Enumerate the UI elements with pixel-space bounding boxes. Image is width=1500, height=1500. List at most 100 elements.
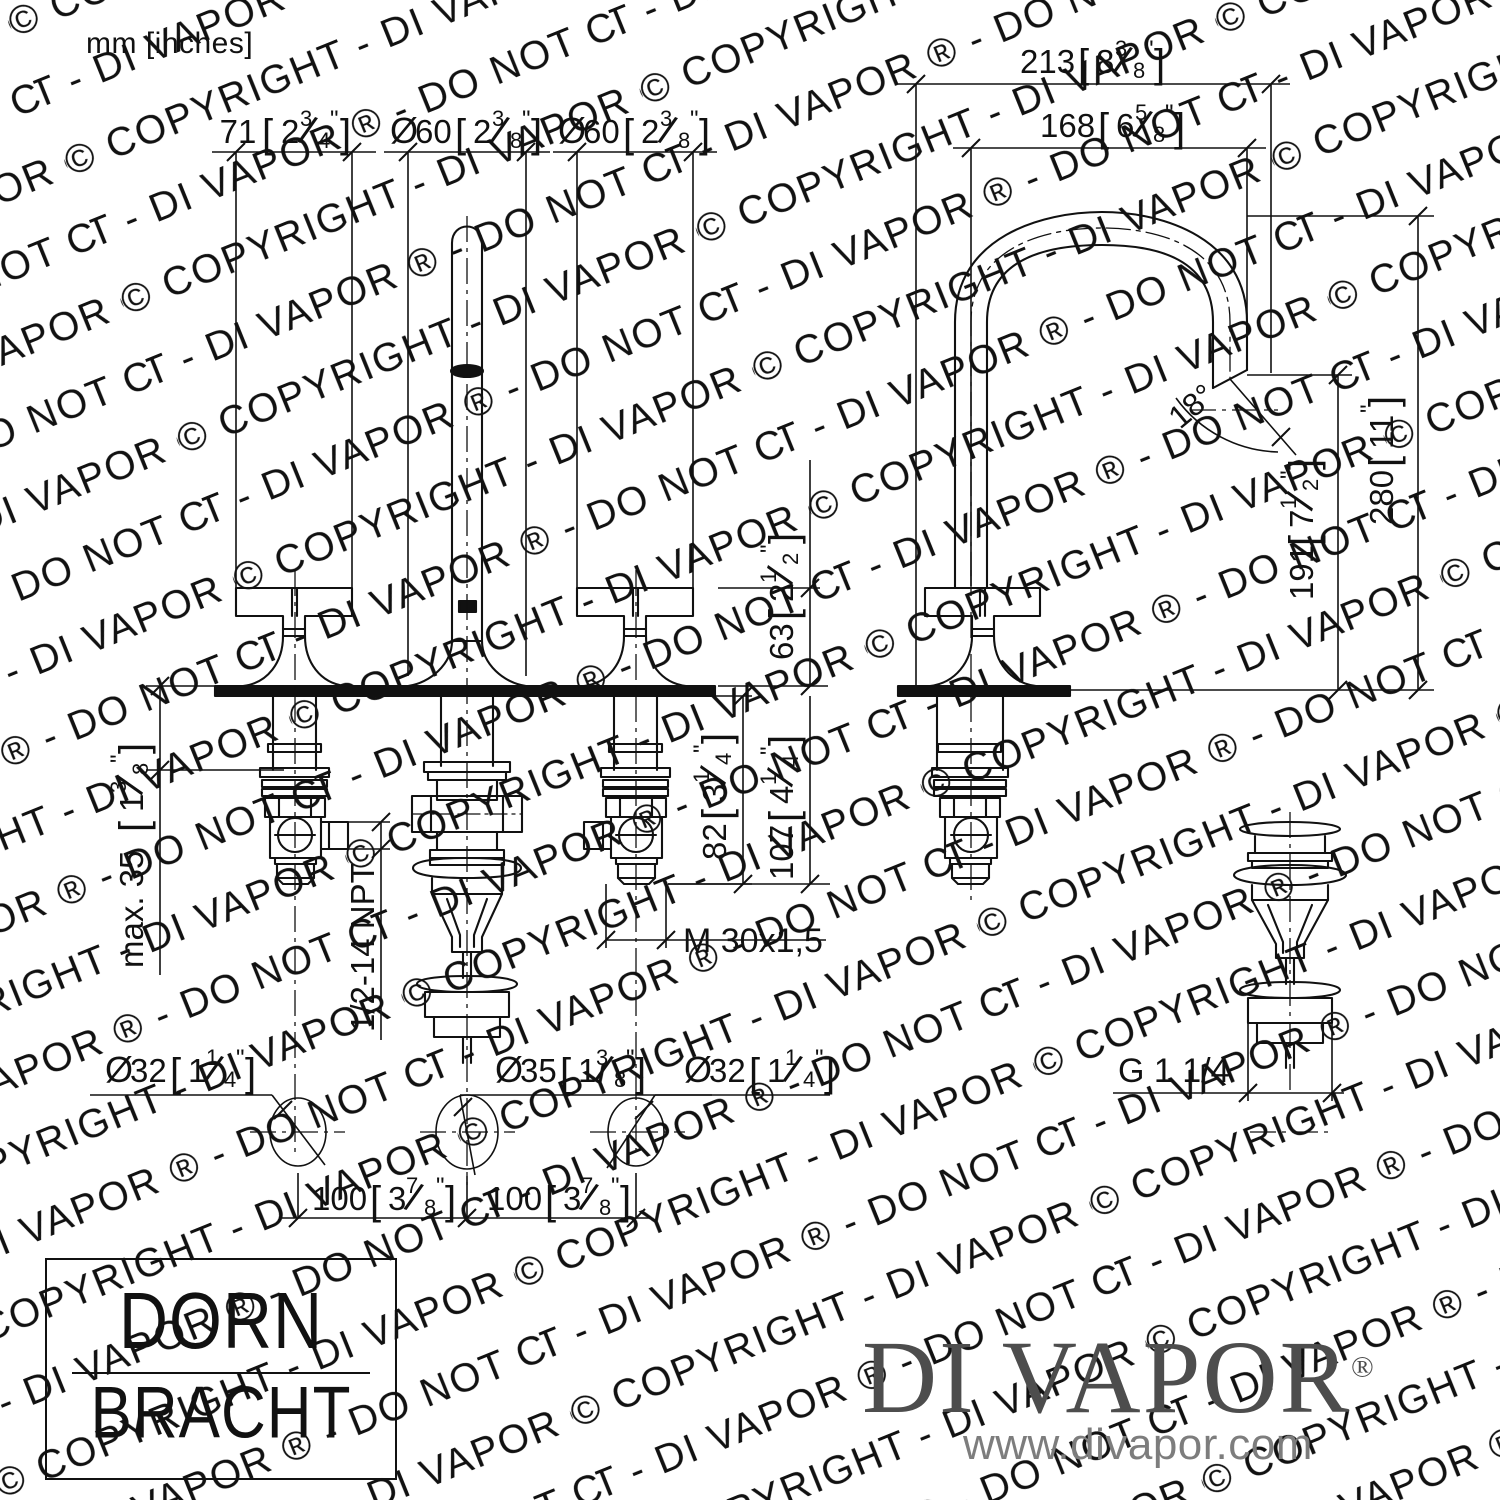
svg-text:]: ] bbox=[245, 1051, 256, 1095]
svg-text:[: [ bbox=[749, 1051, 760, 1095]
svg-text:]: ] bbox=[635, 1051, 646, 1095]
dim-outlet-angle: 18° bbox=[1161, 377, 1221, 436]
svg-text:]: ] bbox=[699, 112, 710, 156]
svg-text:32: 32 bbox=[130, 1052, 167, 1089]
svg-text:11: 11 bbox=[1363, 415, 1400, 449]
svg-text:63: 63 bbox=[763, 623, 800, 660]
svg-text:4: 4 bbox=[711, 753, 736, 765]
svg-text:]: ] bbox=[112, 743, 156, 754]
svg-text:Ø: Ø bbox=[105, 1049, 133, 1090]
dim-spout-outlet-height: 191 [ 7 1 / 2 " ] bbox=[1276, 459, 1326, 600]
svg-text:": " bbox=[690, 106, 699, 133]
svg-text:": " bbox=[1276, 470, 1303, 479]
svg-text:": " bbox=[1145, 36, 1154, 63]
svg-text:[: [ bbox=[262, 112, 273, 156]
svg-text:60: 60 bbox=[583, 113, 620, 150]
svg-text:107: 107 bbox=[763, 825, 800, 880]
svg-text:8: 8 bbox=[128, 763, 153, 775]
svg-text:": " bbox=[756, 746, 783, 755]
svg-text:82: 82 bbox=[696, 823, 733, 860]
svg-text:[: [ bbox=[370, 1179, 381, 1223]
svg-text:[: [ bbox=[545, 1179, 556, 1223]
svg-text:": " bbox=[1165, 100, 1174, 127]
svg-text:35: 35 bbox=[520, 1052, 557, 1089]
dim-handle-right-dia: Ø 60 [ 2 3 / 8 " ] bbox=[558, 106, 710, 156]
svg-text:": " bbox=[330, 106, 339, 133]
unit-label: mm [inches] bbox=[86, 27, 254, 60]
svg-text:71: 71 bbox=[220, 113, 257, 150]
svg-text:[: [ bbox=[1362, 456, 1406, 467]
dim-valve-body-depth: 82 [ 3 1 / 4 " ] bbox=[689, 733, 739, 860]
svg-text:100: 100 bbox=[312, 1180, 367, 1217]
svg-text:]: ] bbox=[340, 112, 351, 156]
svg-text:[: [ bbox=[762, 609, 806, 620]
svg-text:Ø: Ø bbox=[495, 1049, 523, 1090]
svg-text:Ø: Ø bbox=[558, 110, 586, 151]
dim-hole-right: Ø 32 [ 1 1 / 4 " ] bbox=[684, 1045, 835, 1095]
dim-spacing-right: 100 [ 3 7 / 8 " ] bbox=[487, 1173, 631, 1223]
svg-text:168: 168 bbox=[1040, 107, 1095, 144]
retailer-url[interactable]: www.divapor.com bbox=[963, 1420, 1313, 1469]
svg-text:[: [ bbox=[695, 809, 739, 820]
svg-text:[: [ bbox=[762, 811, 806, 822]
registered-trademark-icon: ® bbox=[1350, 1350, 1376, 1384]
svg-text:]: ] bbox=[1174, 106, 1185, 150]
dim-spout-base-dia: Ø 60 [ 2 3 / 8 " ] bbox=[390, 106, 542, 156]
svg-text:[: [ bbox=[1098, 106, 1109, 150]
svg-text:[: [ bbox=[170, 1051, 181, 1095]
callout-waste-thread: G 1 1/4 bbox=[1118, 1052, 1230, 1090]
dim-max-deck-thickness: max. 35 [ 1 3 / 8 " ] bbox=[106, 743, 156, 968]
svg-text:Ø: Ø bbox=[684, 1049, 712, 1090]
svg-text:": " bbox=[522, 106, 531, 133]
callout-shank-thread: M 30x1,5 bbox=[683, 922, 823, 960]
svg-text:]: ] bbox=[695, 733, 739, 744]
svg-text:": " bbox=[611, 1173, 620, 1200]
svg-text:": " bbox=[236, 1045, 245, 1072]
svg-text:": " bbox=[436, 1173, 445, 1200]
svg-text:[: [ bbox=[1078, 42, 1089, 86]
dim-valve-total-depth: 107 [ 4 1 / 4 " ] bbox=[756, 735, 806, 880]
svg-text:8: 8 bbox=[599, 1195, 611, 1220]
svg-text:]: ] bbox=[824, 1051, 835, 1095]
dim-handle-left-width: 71 [ 2 3 / 4 " ] bbox=[220, 106, 351, 156]
svg-text:[: [ bbox=[1282, 535, 1326, 546]
manufacturer-logo: DORN BRACHT bbox=[45, 1258, 397, 1480]
svg-text:213: 213 bbox=[1020, 43, 1075, 80]
svg-text:18°: 18° bbox=[1161, 377, 1221, 436]
svg-text:max. 35: max. 35 bbox=[113, 851, 150, 968]
svg-text:": " bbox=[626, 1045, 635, 1072]
svg-text:2: 2 bbox=[778, 553, 803, 565]
svg-text:8: 8 bbox=[1153, 122, 1165, 147]
svg-text:4: 4 bbox=[778, 755, 803, 767]
svg-text:]: ] bbox=[1154, 42, 1165, 86]
dim-hole-left: Ø 32 [ 1 1 / 4 " ] bbox=[105, 1045, 256, 1095]
svg-text:]: ] bbox=[1362, 396, 1406, 407]
svg-text:[: [ bbox=[623, 112, 634, 156]
dim-handle-height-above-deck: 63 [ 2 1 / 2 " ] bbox=[756, 533, 806, 660]
svg-text:": " bbox=[689, 744, 716, 753]
svg-text:]: ] bbox=[762, 533, 806, 544]
svg-text:]: ] bbox=[445, 1179, 456, 1223]
svg-text:2: 2 bbox=[1298, 479, 1323, 491]
dim-spacing-left: 100 [ 3 7 / 8 " ] bbox=[312, 1173, 456, 1223]
svg-text:8: 8 bbox=[424, 1195, 436, 1220]
svg-text:100: 100 bbox=[487, 1180, 542, 1217]
svg-text:]: ] bbox=[1282, 459, 1326, 470]
svg-text:": " bbox=[756, 544, 783, 553]
svg-text:]: ] bbox=[620, 1179, 631, 1223]
manufacturer-logo-line1: DORN bbox=[118, 1276, 324, 1366]
dim-spout-projection: 168 [ 6 5 / 8 " ] bbox=[1040, 100, 1185, 150]
svg-text:191: 191 bbox=[1283, 545, 1320, 600]
svg-text:8: 8 bbox=[510, 128, 522, 153]
svg-text:[: [ bbox=[455, 112, 466, 156]
callout-inlet-thread: 1/2-14 NPT bbox=[344, 863, 381, 1032]
svg-text:60: 60 bbox=[415, 113, 452, 150]
manufacturer-logo-line2: BRACHT bbox=[90, 1372, 352, 1455]
svg-text:280: 280 bbox=[1363, 470, 1400, 525]
svg-text:4: 4 bbox=[318, 128, 330, 153]
svg-text:4: 4 bbox=[224, 1067, 236, 1092]
dim-spout-overall-reach: 213 [ 8 3 / 8 " ] bbox=[1020, 36, 1165, 86]
svg-text:32: 32 bbox=[709, 1052, 746, 1089]
svg-text:]: ] bbox=[531, 112, 542, 156]
